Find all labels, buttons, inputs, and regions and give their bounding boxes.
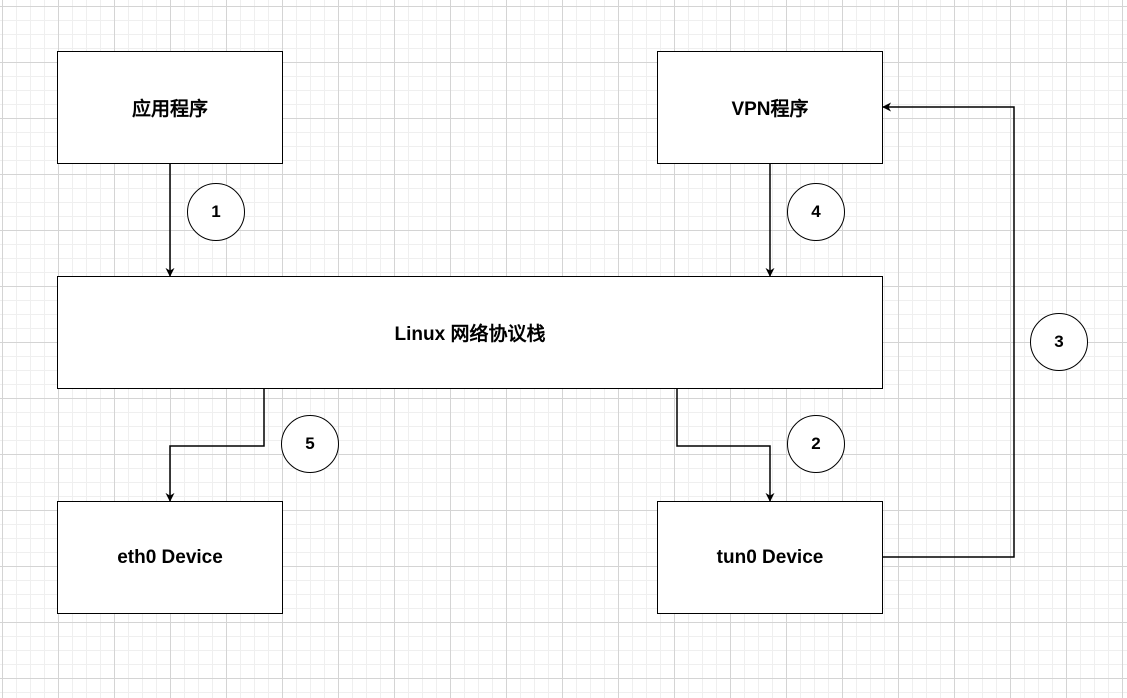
step-badge-4: 4 — [787, 183, 845, 241]
tun0-node: tun0 Device — [657, 501, 883, 614]
step-badge-5: 5 — [281, 415, 339, 473]
step-badge-5-label: 5 — [305, 434, 315, 453]
step-badge-2: 2 — [787, 415, 845, 473]
stack-node-label: Linux 网络协议栈 — [394, 324, 546, 345]
tun0-node-label: tun0 Device — [716, 546, 824, 568]
stack-node: Linux 网络协议栈 — [57, 276, 883, 389]
app-node-label: 应用程序 — [131, 99, 208, 120]
step-badge-2-label: 2 — [811, 434, 821, 453]
step-badge-1-label: 1 — [211, 202, 221, 221]
vpn-node-label: VPN程序 — [731, 99, 809, 120]
edge-stack-to-eth0 — [165, 389, 265, 502]
step-badge-3-label: 3 — [1054, 332, 1064, 351]
step-badge-1: 1 — [187, 183, 245, 241]
eth0-node: eth0 Device — [57, 501, 283, 614]
app-node: 应用程序 — [57, 51, 283, 164]
edge-tun0-to-vpn — [882, 102, 1015, 558]
edge-stack-to-tun0 — [676, 389, 775, 502]
step-badge-3: 3 — [1030, 313, 1088, 371]
eth0-node-label: eth0 Device — [117, 546, 223, 568]
vpn-node: VPN程序 — [657, 51, 883, 164]
step-badge-4-label: 4 — [811, 202, 821, 221]
